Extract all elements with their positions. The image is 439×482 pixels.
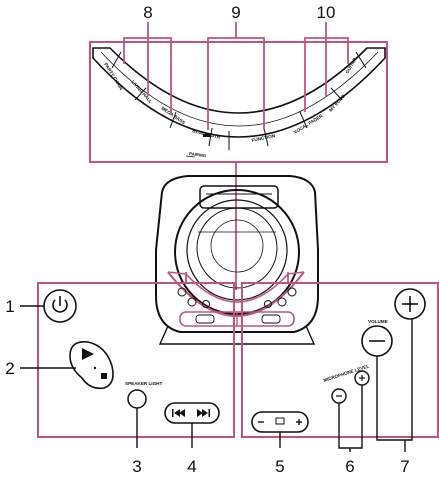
bluetooth-indicator bbox=[203, 134, 211, 137]
arc-panel-inner bbox=[100, 51, 379, 127]
volume-up-button[interactable] bbox=[394, 288, 426, 320]
callout-8: 8 bbox=[143, 3, 152, 22]
speaker-ring-mid bbox=[186, 199, 288, 301]
label-microphone-level: MICROPHONE LEVEL bbox=[323, 363, 370, 383]
label-party-chain: PARTY CHAIN bbox=[103, 62, 124, 91]
left-panel-frame bbox=[37, 282, 235, 438]
callout-4: 4 bbox=[187, 457, 196, 476]
left-panel-callout: 1 2 SPEAKER LIGHT 3 4 bbox=[5, 272, 235, 476]
callout-2: 2 bbox=[5, 359, 14, 378]
top-panel-callout: PARTY CHAIN LIVING HALL MEGA BASS BLUETO… bbox=[89, 3, 388, 163]
stop-icon bbox=[101, 373, 107, 379]
top-panel-frame bbox=[89, 41, 388, 163]
play-stop-button[interactable] bbox=[69, 340, 114, 390]
right-panel-frame bbox=[241, 282, 439, 438]
play-icon bbox=[82, 348, 94, 360]
label-function: FUNCTION bbox=[251, 133, 276, 143]
callout-6: 6 bbox=[345, 457, 354, 476]
callout-1: 1 bbox=[5, 297, 14, 316]
arc-panel-outline bbox=[92, 47, 386, 138]
device-base bbox=[158, 325, 316, 345]
right-panel-callout: 5 MICROPHONE LEVEL 6 VOLUME 7 bbox=[241, 272, 439, 476]
label-mega-bass: MEGA BASS bbox=[160, 106, 186, 126]
speaker-device bbox=[155, 175, 319, 345]
power-icon bbox=[52, 296, 68, 313]
folder-icon bbox=[275, 417, 285, 425]
callout-7: 7 bbox=[400, 457, 409, 476]
callout-9: 9 bbox=[231, 3, 240, 22]
device-outline bbox=[155, 175, 319, 333]
label-guitar: GUITAR bbox=[345, 56, 358, 74]
speaker-light-button[interactable] bbox=[127, 389, 147, 409]
callout-10: 10 bbox=[317, 3, 336, 22]
label-my-echo: MY ECHO bbox=[328, 93, 346, 113]
callout-3: 3 bbox=[132, 457, 141, 476]
prev-track-icon bbox=[172, 409, 185, 417]
callout-5: 5 bbox=[275, 457, 284, 476]
label-volume: VOLUME bbox=[368, 319, 388, 324]
device-arc-inner bbox=[185, 273, 289, 303]
label-speaker-light: SPEAKER LIGHT bbox=[125, 381, 162, 386]
speaker-cone bbox=[210, 219, 264, 273]
next-track-icon bbox=[197, 409, 210, 417]
speaker-ring-inner bbox=[196, 207, 278, 289]
label-pairing: PAIRING bbox=[189, 151, 207, 158]
